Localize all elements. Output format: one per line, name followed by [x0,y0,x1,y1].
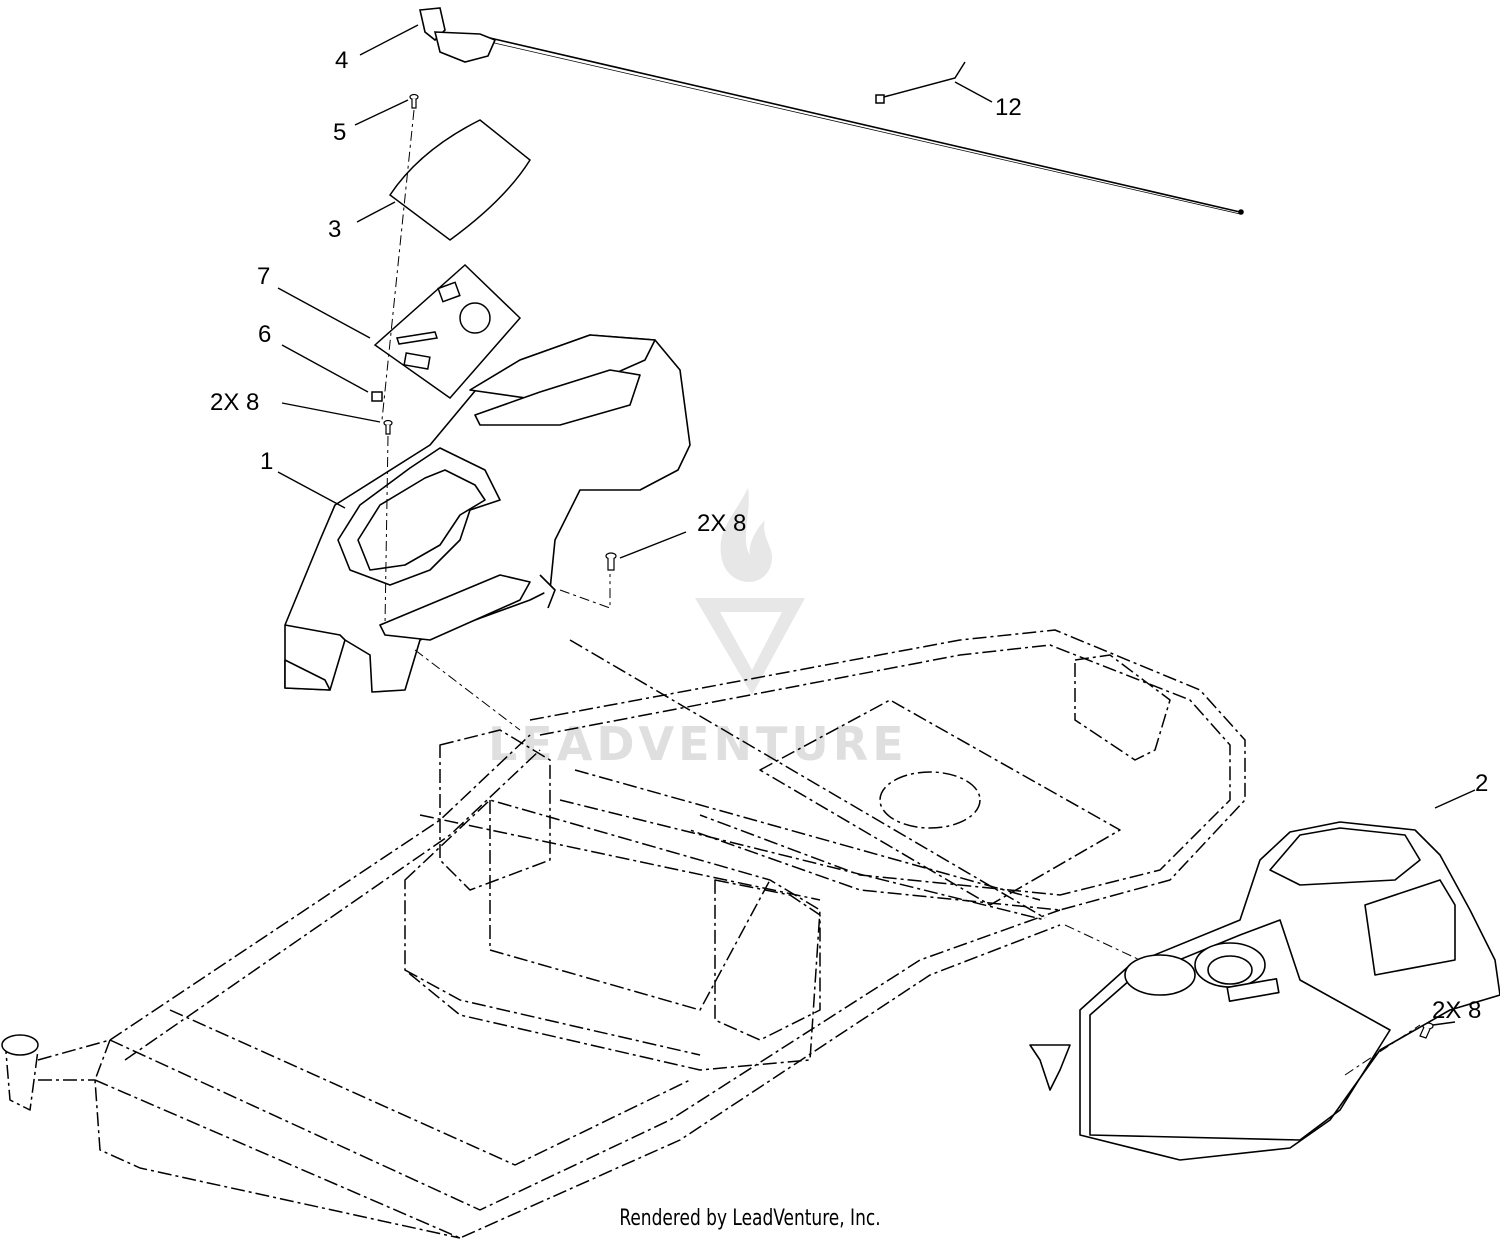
console-2 [1029,821,1500,1161]
callout-1: 1 [260,448,273,475]
control-plate-7 [373,263,522,400]
callout-2x8-mid: 2X 8 [697,510,746,537]
callout-2x8-upper: 2X 8 [210,389,259,416]
screw-8-upper [383,419,393,435]
callout-12: 12 [995,94,1022,121]
cable-tie [875,61,966,104]
watermark-flame-icon [720,488,773,582]
callout-2: 2 [1475,770,1488,797]
callout-3: 3 [328,216,341,243]
callout-2x8-lower: 2X 8 [1432,997,1481,1024]
watermark: LEADVENTURE [488,488,908,771]
assembly-lines [381,109,1421,1076]
callout-7: 7 [257,263,270,290]
watermark-v-icon [695,598,805,695]
callout-6: 6 [258,321,271,348]
screw-8-mid [605,552,617,571]
callout-5: 5 [333,119,346,146]
leader-lines [277,24,1476,1026]
watermark-text: LEADVENTURE [488,717,908,771]
callout-4: 4 [335,47,348,74]
nut-6 [371,391,383,402]
chassis-frame [4,629,1246,1239]
console-1 [284,334,691,693]
footer-credit: Rendered by LeadVenture, Inc. [619,1206,881,1231]
caster-post-top [1,1034,39,1056]
decal-3 [388,119,531,241]
screw-5 [409,93,419,109]
throttle-cable [419,7,1244,215]
